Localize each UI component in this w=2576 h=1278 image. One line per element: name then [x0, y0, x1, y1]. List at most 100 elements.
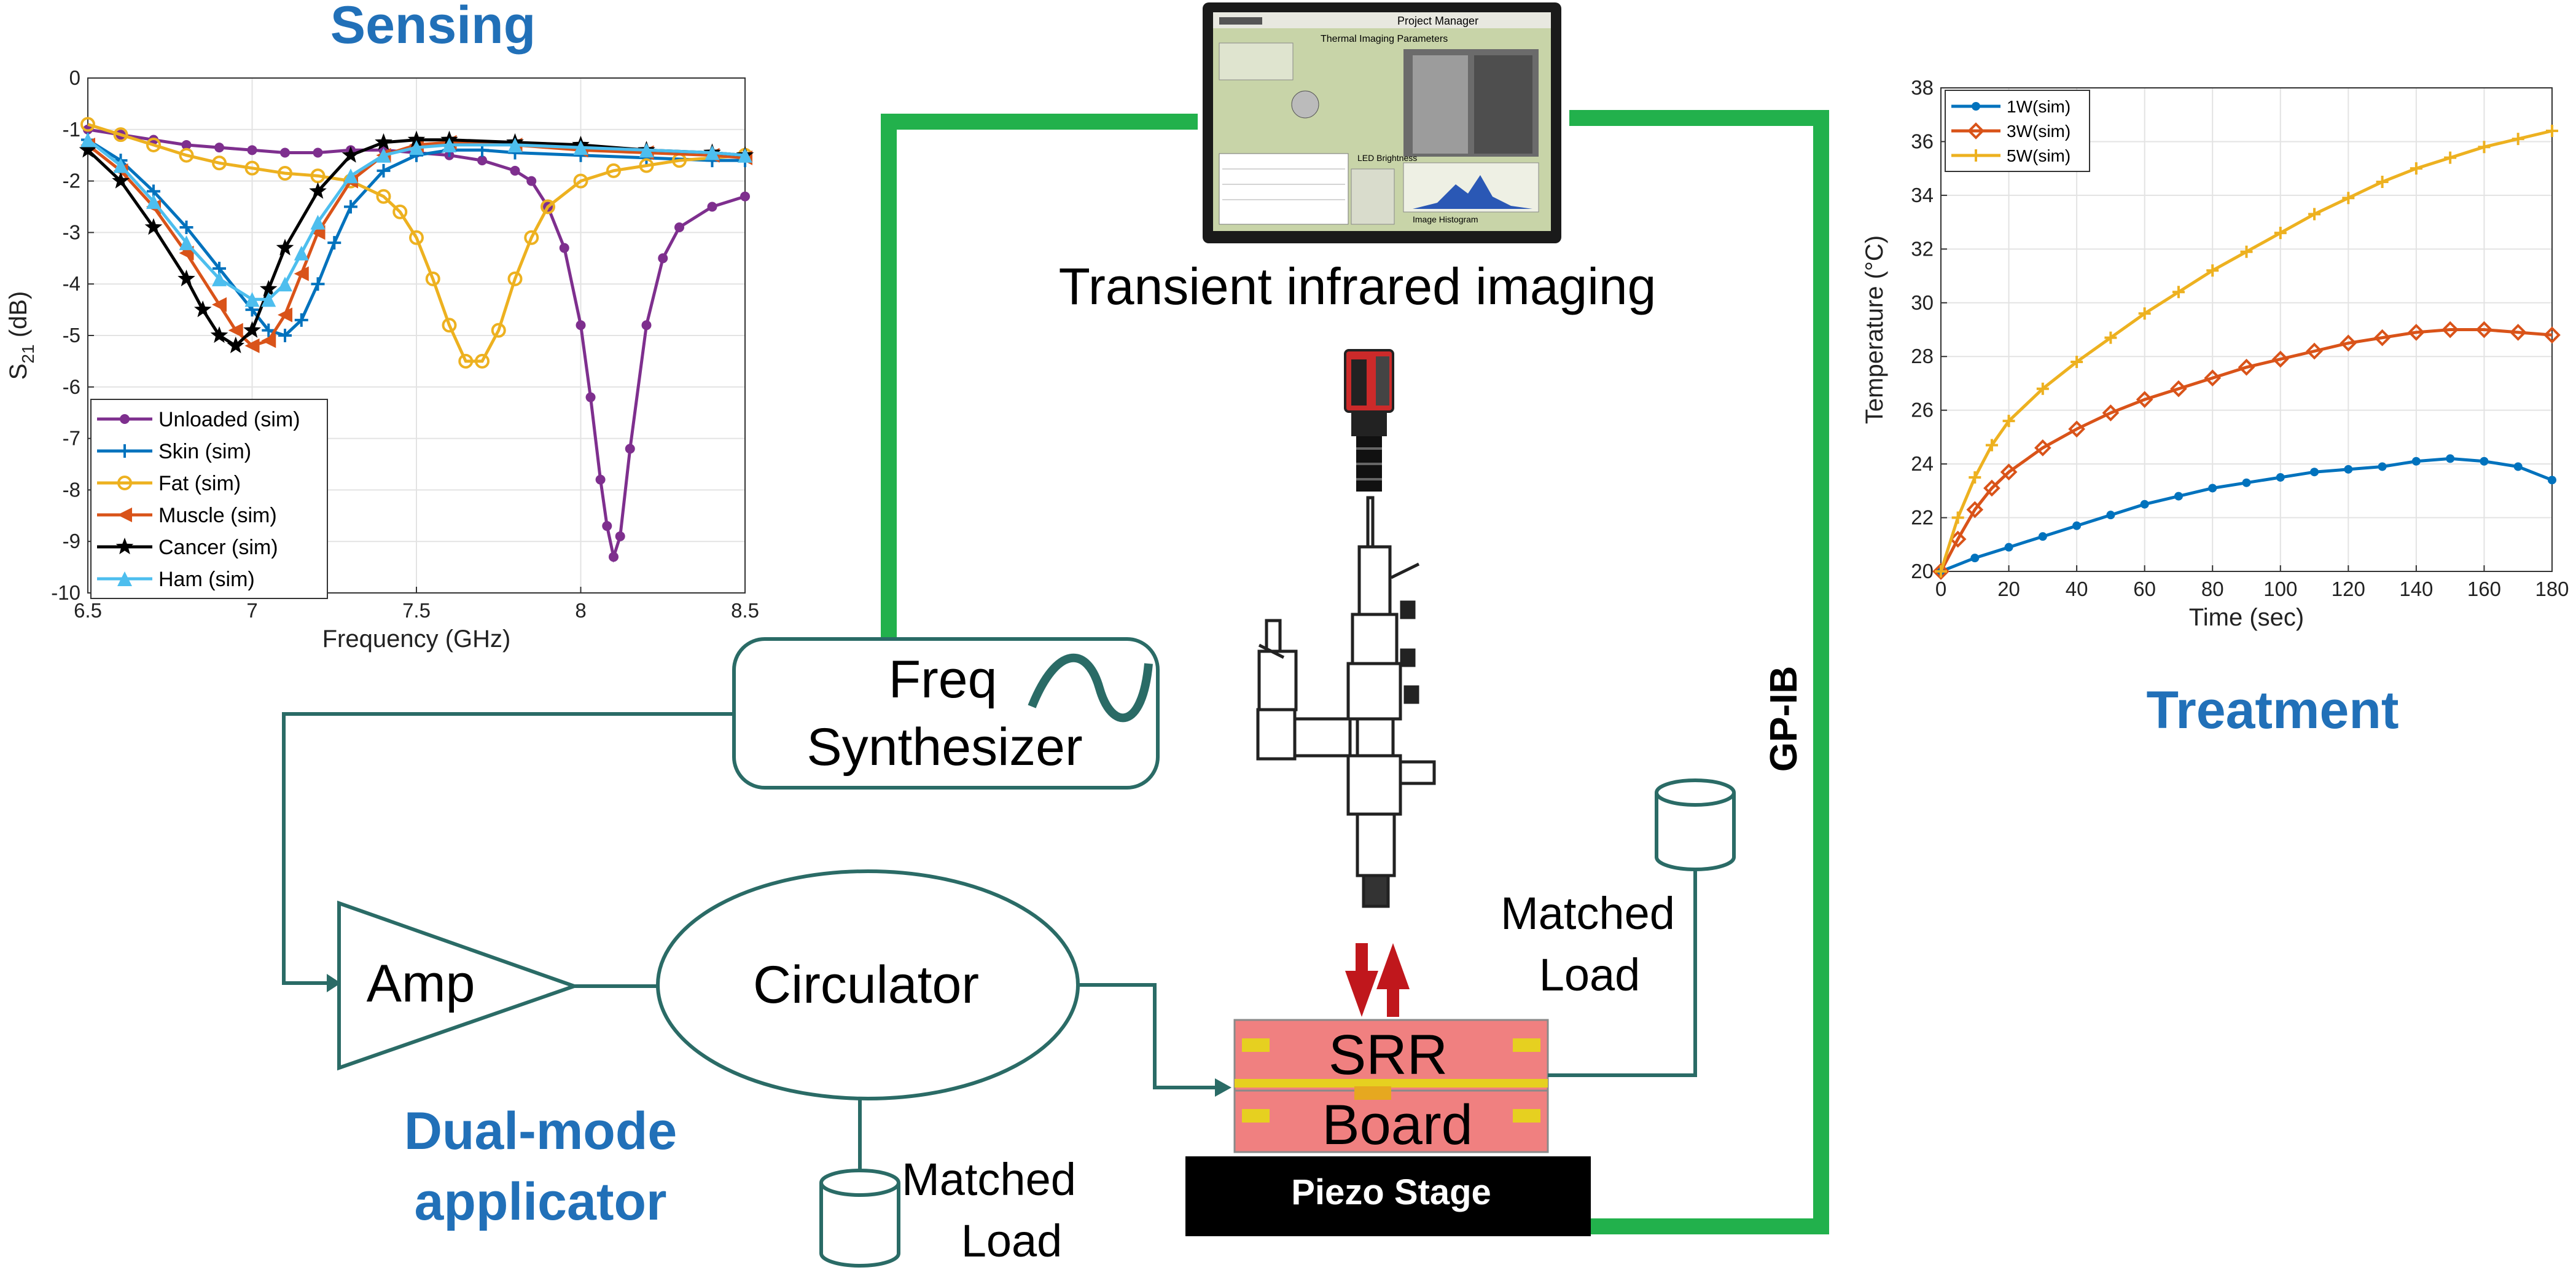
gpib-cable-left — [881, 114, 1198, 639]
y-axis-label-sub: 21 — [18, 344, 37, 363]
legend-entry: Ham (sim) — [158, 568, 255, 591]
monitor-panel-title: Thermal Imaging Parameters — [1321, 34, 1448, 44]
sensing-heading: Sensing — [330, 0, 536, 55]
data-point — [2140, 500, 2149, 509]
data-point — [526, 176, 537, 186]
series-line — [87, 123, 746, 363]
y-tick-label: -7 — [63, 427, 80, 450]
data-point — [2174, 492, 2183, 501]
y-tick-label: -4 — [63, 272, 80, 295]
data-point — [2034, 439, 2051, 457]
y-tick-label: -9 — [63, 530, 80, 552]
y-tick-label: -3 — [63, 221, 80, 243]
y-tick-label: 28 — [1911, 345, 1934, 367]
matched-load-right-line2: Load — [1539, 949, 1641, 1000]
data-point — [2446, 454, 2455, 463]
data-point — [278, 166, 292, 181]
data-point — [278, 329, 292, 342]
data-point — [244, 160, 260, 176]
legend-swatch-marker — [118, 444, 131, 458]
data-point — [2306, 342, 2323, 360]
data-point — [2546, 124, 2558, 137]
data-point — [606, 163, 621, 178]
data-point — [113, 127, 128, 143]
data-point — [740, 191, 750, 202]
circulator-label: Circulator — [753, 955, 979, 1014]
x-tick-label: 180 — [2535, 578, 2569, 600]
data-point — [559, 243, 569, 253]
imaging-label: Transient infrared imaging — [1059, 257, 1657, 315]
x-tick-label: 8.5 — [731, 599, 759, 622]
x-axis-label: Time (sec) — [2189, 604, 2304, 631]
x-tick-label: 20 — [1997, 578, 2020, 600]
data-point — [210, 326, 228, 343]
double-arrow-icon — [1345, 943, 1410, 1017]
data-point — [2036, 382, 2049, 395]
matched-load-bottom-line1: Matched — [902, 1154, 1076, 1205]
legend-swatch-marker — [1967, 122, 1985, 139]
x-tick-label: 100 — [2263, 578, 2297, 600]
legend-entry: Unloaded (sim) — [158, 408, 300, 431]
matched-load-bottom-line2: Load — [961, 1215, 1063, 1266]
data-point — [442, 137, 457, 152]
data-point — [409, 230, 424, 245]
sine-wave-icon — [1028, 653, 1153, 723]
data-point — [2208, 484, 2217, 493]
y-tick-label: 24 — [1911, 452, 1934, 475]
data-point — [639, 143, 654, 158]
data-point — [194, 300, 212, 318]
dual-mode-heading-line2: applicator — [415, 1172, 667, 1231]
x-tick-label: 6.5 — [74, 599, 102, 622]
data-point — [2441, 321, 2459, 339]
rf-signal-lines — [282, 712, 1697, 1180]
data-point — [2068, 420, 2085, 438]
piezo-stage-label: Piezo Stage — [1291, 1172, 1491, 1212]
data-point — [2038, 532, 2047, 541]
data-point — [1951, 511, 1964, 524]
data-point — [343, 168, 358, 184]
amp-block — [337, 900, 580, 1071]
data-point — [625, 444, 635, 454]
y-tick-label: -10 — [51, 581, 80, 604]
data-point — [2376, 176, 2389, 189]
data-point — [2206, 264, 2219, 277]
y-tick-label: -8 — [63, 478, 80, 501]
y-tick-label: -6 — [63, 375, 80, 398]
board-input-arrowhead — [1215, 1078, 1231, 1097]
data-point — [2102, 404, 2120, 421]
data-point — [313, 147, 323, 158]
srr-label: SRR — [1329, 1024, 1448, 1086]
legend-entry: Skin (sim) — [158, 440, 251, 463]
gpib-cable-right — [1569, 110, 1829, 1234]
data-point — [376, 189, 391, 204]
legend-entry: Muscle (sim) — [158, 504, 277, 527]
legend-swatch-marker — [1970, 149, 1982, 162]
data-point — [178, 269, 195, 286]
data-point — [585, 392, 596, 402]
data-point — [146, 194, 161, 210]
ir-camera-icon — [1344, 349, 1394, 492]
x-tick-label: 0 — [1935, 578, 1946, 600]
data-point — [2000, 463, 2018, 481]
amp-label: Amp — [367, 954, 475, 1013]
data-point — [1985, 439, 1998, 452]
data-point — [1969, 471, 1981, 484]
data-point — [510, 165, 520, 176]
data-point — [2138, 307, 2151, 320]
data-point — [674, 222, 684, 233]
y-tick-label: 20 — [1911, 560, 1934, 582]
data-point — [573, 140, 588, 155]
data-point — [2276, 472, 2285, 482]
data-point — [2204, 369, 2222, 387]
x-tick-label: 7 — [246, 599, 257, 622]
data-point — [327, 236, 342, 250]
data-point — [144, 218, 163, 235]
y-tick-label: 32 — [1911, 237, 1934, 260]
data-point — [2271, 350, 2289, 368]
legend-swatch-marker — [117, 571, 132, 586]
data-point — [243, 321, 261, 338]
data-point — [2002, 415, 2015, 428]
